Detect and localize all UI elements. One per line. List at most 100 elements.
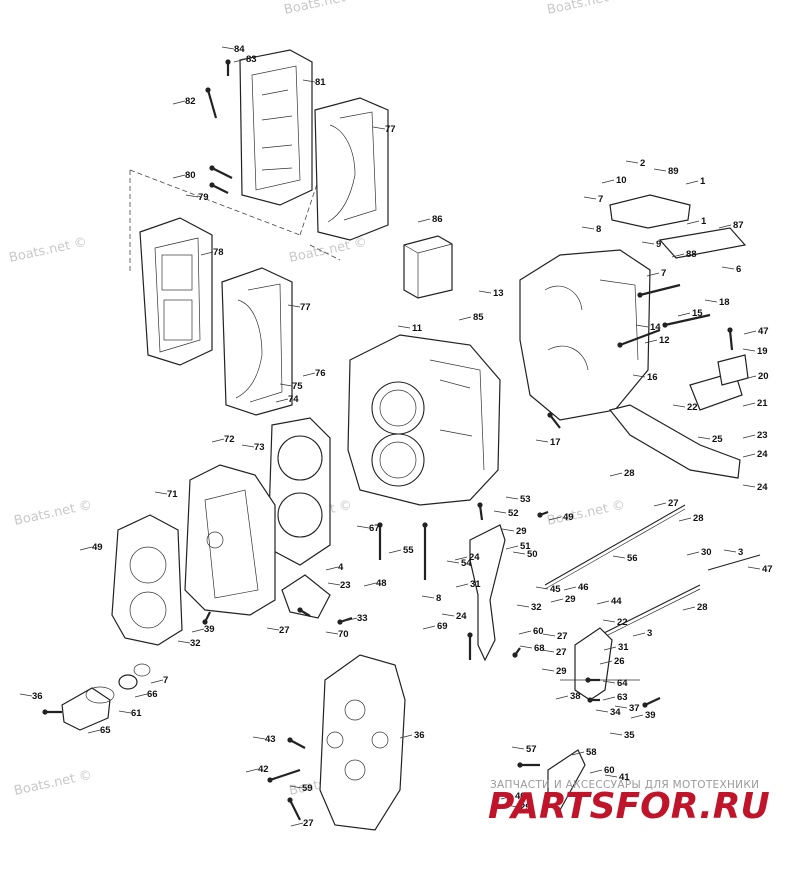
leader-line	[221, 46, 235, 50]
leader-line	[632, 374, 646, 378]
leader-line	[172, 100, 186, 105]
leader-line	[363, 582, 377, 587]
leader-line	[630, 714, 644, 719]
leader-line	[743, 375, 757, 380]
lever-arm-25	[608, 404, 741, 479]
callout-number: 22	[687, 402, 698, 413]
bolt-head	[617, 342, 623, 348]
callout-number: 32	[531, 602, 542, 613]
leader-line	[177, 640, 191, 644]
callout-number: 45	[550, 584, 561, 595]
leader-line	[287, 304, 301, 308]
leader-line	[327, 582, 341, 586]
leader-line	[682, 606, 696, 611]
bolt-head	[537, 512, 543, 518]
leader-line	[275, 398, 289, 403]
callout-number: 53	[520, 494, 531, 505]
callout-number: 35	[624, 730, 635, 741]
callout-number: 19	[757, 346, 768, 357]
leader-line	[589, 769, 603, 774]
callout-number: 22	[617, 617, 628, 628]
leader-line	[266, 627, 280, 631]
leader-line	[678, 517, 692, 522]
leader-line	[583, 196, 597, 200]
callout-number: 66	[147, 689, 158, 700]
leader-line	[653, 168, 667, 172]
leader-line	[609, 472, 623, 477]
leader-line	[671, 253, 685, 258]
bolt-head	[547, 412, 553, 418]
bolt-head	[727, 327, 733, 333]
leader-line	[697, 436, 711, 440]
leader-line	[601, 179, 615, 184]
bolt-shaft	[644, 697, 661, 706]
leader-line	[150, 679, 164, 684]
bolts-and-fasteners	[42, 59, 734, 821]
leader-lines	[19, 46, 761, 827]
gasket-77-lower	[221, 267, 293, 416]
leader-line	[397, 325, 411, 329]
bolt-shaft	[206, 89, 218, 119]
callout-number: 46	[578, 582, 589, 593]
leader-line	[743, 330, 757, 335]
leader-line	[19, 693, 33, 697]
callout-number: 1	[701, 216, 707, 227]
leader-line	[118, 710, 132, 714]
callout-number: 77	[385, 124, 396, 135]
callout-number: 7	[661, 268, 666, 279]
bolt-head	[225, 59, 231, 65]
leader-line	[245, 768, 259, 773]
leader-line	[542, 633, 556, 637]
leader-line	[516, 604, 530, 608]
leader-line	[535, 586, 549, 590]
callout-number: 71	[167, 489, 178, 500]
leader-line	[747, 566, 761, 570]
bolt-head	[477, 502, 483, 508]
leader-line	[493, 510, 507, 514]
callout-number: 23	[340, 580, 351, 591]
leader-line	[742, 402, 756, 407]
callout-number: 81	[315, 77, 326, 88]
leader-line	[632, 632, 646, 637]
callout-number: 2	[640, 158, 645, 169]
plate-78	[139, 217, 213, 366]
callout-number: 36	[414, 730, 425, 741]
leader-line	[455, 583, 469, 588]
callout-number: 6	[736, 264, 741, 275]
gasket-77-top	[314, 97, 389, 241]
callout-number: 8	[436, 593, 441, 604]
leader-line	[458, 316, 472, 321]
leader-line	[478, 290, 492, 294]
callout-number: 14	[650, 322, 661, 333]
leader-line	[555, 695, 569, 700]
leader-line	[417, 218, 431, 223]
bolt-head	[422, 522, 428, 528]
callout-number: 51	[520, 541, 531, 552]
leader-line	[505, 545, 519, 550]
callout-number: 32	[190, 638, 201, 649]
leader-line	[602, 696, 616, 701]
callout-number: 88	[686, 249, 697, 260]
leader-line	[641, 241, 655, 245]
callout-number: 33	[357, 613, 368, 624]
leader-line	[344, 617, 358, 622]
bracket-70	[281, 574, 331, 619]
callout-number: 31	[618, 642, 629, 653]
callout-number: 23	[757, 430, 768, 441]
leader-line	[172, 174, 186, 179]
bolt-head	[205, 87, 211, 93]
watermark-text: Boats.net ©	[8, 235, 89, 266]
callout-number: 79	[198, 192, 209, 203]
leader-line	[500, 795, 514, 800]
callout-number: 28	[697, 602, 708, 613]
callout-number: 4	[338, 562, 344, 573]
gasket-67	[111, 514, 183, 646]
callout-number: 37	[629, 703, 640, 714]
callout-number: 24	[469, 552, 480, 563]
leader-line	[602, 680, 616, 684]
callout-number: 41	[619, 772, 630, 783]
bolt-head	[642, 702, 648, 708]
